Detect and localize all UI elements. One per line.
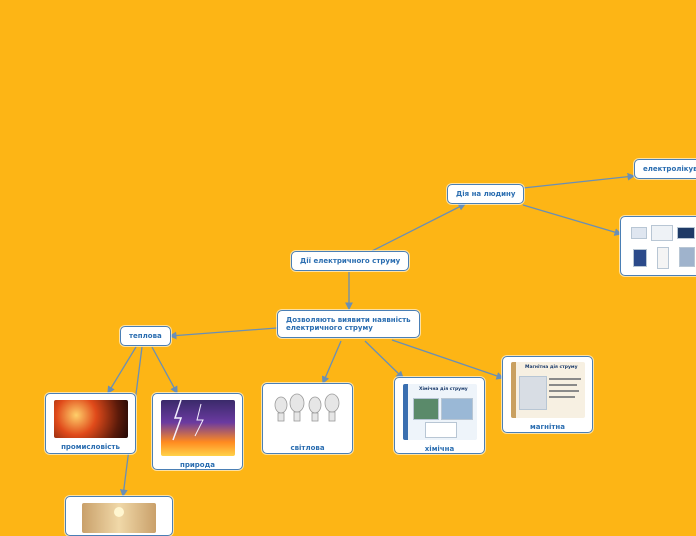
chemical-slide-image: Хімічна дія струму xyxy=(403,384,477,440)
root-node[interactable]: Дії електричного струму xyxy=(291,251,410,271)
chemical-slide-title: Хімічна дія струму xyxy=(419,387,468,392)
appliance-image xyxy=(82,503,156,533)
link-thermal-nature xyxy=(151,346,178,395)
detect-node[interactable]: Дозволяють виявити наявність електричног… xyxy=(277,310,420,338)
link-human-images xyxy=(522,204,623,236)
nature-label: природа xyxy=(180,461,215,469)
root-label: Дії електричного струму xyxy=(300,257,401,265)
light-bulbs-image xyxy=(269,389,348,437)
magnetic-slide-title: Магнітна дія струму xyxy=(525,365,578,370)
magnetic-slide-image: Магнітна дія струму xyxy=(511,362,585,418)
link-human-electro xyxy=(522,172,636,189)
human-label: Дія на людину xyxy=(456,190,516,198)
lightning-icon xyxy=(172,400,204,441)
link-root-human xyxy=(371,203,467,252)
link-detect-thermal xyxy=(168,327,278,340)
chemical-node[interactable]: Хімічна дія струму хімічна xyxy=(394,377,485,454)
industry-image xyxy=(54,400,128,438)
electro-images-node[interactable] xyxy=(620,216,696,276)
light-node[interactable]: світлова xyxy=(262,383,353,454)
magnetic-node[interactable]: Магнітна дія струму магнітна xyxy=(502,356,593,433)
nature-node[interactable]: природа xyxy=(152,393,243,470)
link-detect-light xyxy=(321,340,342,385)
thermal-appliance-node[interactable] xyxy=(65,496,173,536)
link-detect-magnetic xyxy=(391,339,505,380)
industry-node[interactable]: промисловість xyxy=(45,393,136,454)
nature-image xyxy=(161,400,235,456)
light-label: світлова xyxy=(290,444,325,452)
link-detect-chemical xyxy=(364,340,404,379)
link-thermal-industry xyxy=(107,346,137,395)
magnetic-label: магнітна xyxy=(530,423,565,431)
human-node[interactable]: Дія на людину xyxy=(447,184,525,204)
detect-label: Дозволяють виявити наявність електричног… xyxy=(286,316,411,332)
electrolysis-node[interactable]: електролікув xyxy=(634,159,696,179)
chemical-label: хімічна xyxy=(424,445,455,453)
electrolysis-label: електролікув xyxy=(643,165,696,173)
mind-map-canvas: Дії електричного струму Дія на людину ел… xyxy=(45,159,696,536)
light-bulb-icon xyxy=(274,393,340,422)
industry-label: промисловість xyxy=(61,443,120,451)
thermal-label: теплова xyxy=(129,332,162,340)
electro-collage-image xyxy=(629,223,696,271)
thermal-node[interactable]: теплова xyxy=(120,326,171,346)
connector-lines xyxy=(107,172,636,498)
